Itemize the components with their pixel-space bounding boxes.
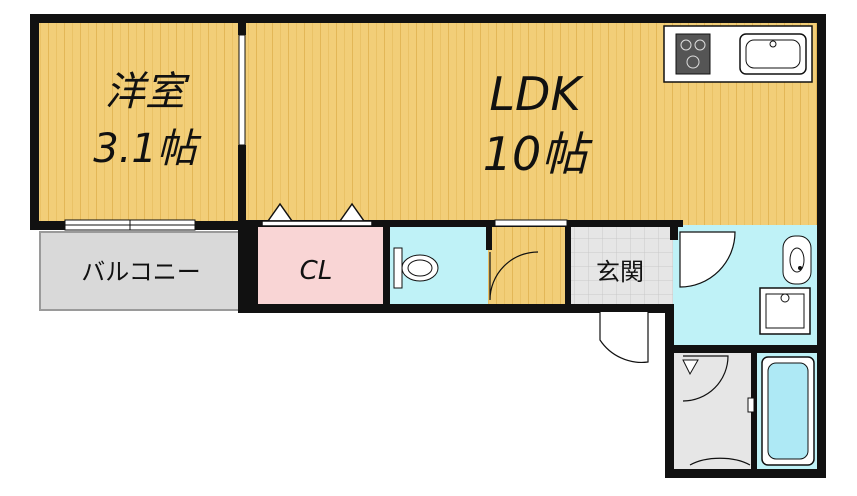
balcony-name: バルコニー	[81, 258, 201, 286]
bath-faucet	[747, 397, 755, 413]
ldk-size: 10帖	[483, 127, 594, 181]
bathtub-icon	[761, 356, 815, 466]
closet-doors	[261, 202, 373, 227]
wash-door-swing	[679, 231, 736, 288]
washer-pan-icon	[759, 287, 811, 335]
balcony	[39, 231, 244, 311]
ldk-name: LDK	[489, 67, 584, 121]
sliding-door	[238, 34, 246, 146]
western-room-name: 洋室	[105, 69, 190, 115]
stove-icon	[675, 33, 711, 75]
marker-icon	[682, 359, 699, 376]
entrance	[568, 225, 673, 310]
western-room-size: 3.1帖	[93, 126, 202, 172]
hall-door	[494, 219, 568, 227]
washbasin-icon	[782, 235, 812, 285]
sink-icon	[739, 33, 807, 75]
closet-name: CL	[300, 256, 333, 286]
western-room-floor	[36, 20, 243, 225]
toilet-door-swing	[489, 251, 539, 301]
entrance-name: 玄関	[596, 258, 644, 286]
entrance-door-swing	[599, 312, 649, 363]
sliding-window	[64, 219, 196, 231]
toilet-icon	[393, 247, 439, 289]
lower-room	[673, 350, 755, 472]
lower-door-swing-2	[689, 457, 751, 466]
hall-floor	[488, 225, 568, 305]
closet	[243, 225, 383, 310]
lower-door-swing	[682, 355, 729, 402]
